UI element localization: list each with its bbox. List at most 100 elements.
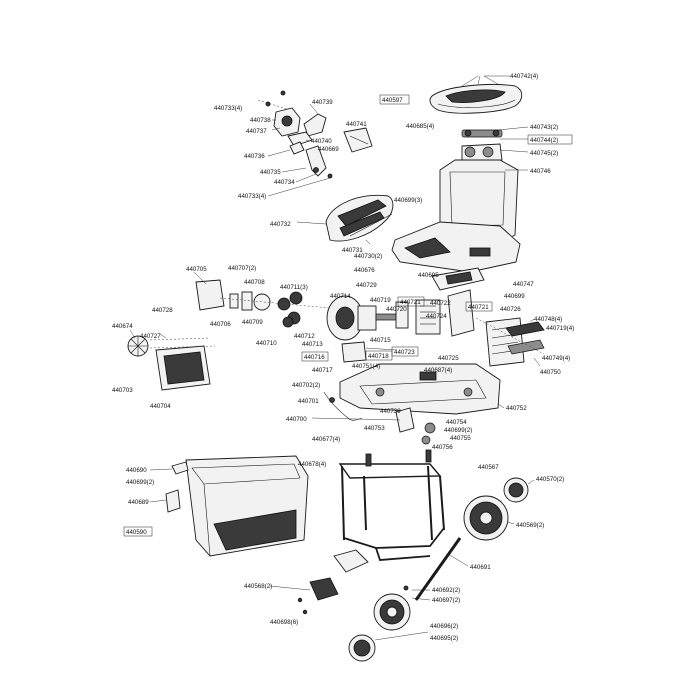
label-440756: 440756 bbox=[432, 444, 453, 451]
label-440701: 440701 bbox=[298, 398, 319, 405]
label-440741: 440741 bbox=[346, 121, 367, 128]
cutting-drum bbox=[127, 329, 216, 391]
label-440736: 440736 bbox=[244, 153, 265, 160]
label-440691: 440691 bbox=[470, 564, 491, 571]
label-440709: 440709 bbox=[242, 319, 263, 326]
label-440748: 440748(4) bbox=[534, 316, 562, 323]
label-440685: 440685(4) bbox=[406, 123, 434, 130]
label-440708: 440708 bbox=[244, 279, 265, 286]
label-440674: 440674 bbox=[112, 323, 133, 330]
label-440720: 440720 bbox=[386, 306, 407, 313]
label-box-440590 bbox=[123, 526, 153, 537]
hopper-lid bbox=[429, 75, 523, 114]
label-440735: 440735 bbox=[260, 169, 281, 176]
label-box-440744 bbox=[527, 134, 573, 145]
wheel-large-2 bbox=[373, 593, 411, 631]
label-440734: 440734 bbox=[274, 179, 295, 186]
screws-lower bbox=[297, 585, 431, 615]
label-440743: 440743(2) bbox=[530, 124, 558, 131]
label-440739-b: 440739 bbox=[380, 408, 401, 415]
gear-train bbox=[219, 291, 331, 328]
label-box-440597 bbox=[379, 94, 410, 105]
label-440721-a: 440721 bbox=[400, 299, 421, 306]
label-440719-4: 440719(4) bbox=[546, 325, 574, 332]
wheel-cap-1 bbox=[503, 477, 535, 503]
label-440733-top: 440733(4) bbox=[214, 105, 242, 112]
rotor-and-bracket bbox=[431, 267, 545, 367]
label-440676: 440676 bbox=[354, 267, 375, 274]
label-box-440716 bbox=[301, 351, 329, 362]
label-440690: 440690 bbox=[126, 467, 147, 474]
label-440753: 440753 bbox=[364, 425, 385, 432]
motor-cover bbox=[296, 194, 394, 245]
label-440733-bottom: 440733(4) bbox=[238, 193, 266, 200]
label-440669: 440669 bbox=[318, 146, 339, 153]
label-440722: 440722 bbox=[430, 300, 451, 307]
label-440697: 440697(2) bbox=[432, 597, 460, 604]
label-440742: 440742(4) bbox=[510, 73, 538, 80]
label-440711: 440711(3) bbox=[280, 284, 308, 291]
label-box-440723 bbox=[391, 346, 419, 357]
label-440678: 440678(4) bbox=[298, 461, 326, 468]
blade-housing-lower bbox=[339, 363, 505, 415]
label-440699: 440699 bbox=[504, 293, 525, 300]
label-440715: 440715 bbox=[370, 337, 391, 344]
label-440739: 440739 bbox=[312, 99, 333, 106]
label-440718: 440718 bbox=[368, 353, 389, 360]
blade-disc bbox=[193, 271, 225, 311]
hopper-hinge-bracket bbox=[461, 126, 529, 163]
axle bbox=[414, 537, 469, 601]
label-440750: 440750 bbox=[540, 369, 561, 376]
label-440567: 440567 bbox=[478, 464, 499, 471]
label-440597: 440597 bbox=[382, 97, 403, 104]
label-440713: 440713 bbox=[302, 341, 323, 348]
label-440751: 440751(4) bbox=[352, 363, 380, 370]
label-440699-2-a: 440699(2) bbox=[444, 427, 472, 434]
label-440689: 440689 bbox=[128, 499, 149, 506]
label-440695: 440695 bbox=[418, 272, 439, 279]
label-440717: 440717 bbox=[312, 367, 333, 374]
wheel-cap-2 bbox=[348, 631, 429, 662]
label-440752: 440752 bbox=[506, 405, 527, 412]
label-440705: 440705 bbox=[186, 266, 207, 273]
motor-housing bbox=[326, 289, 475, 363]
label-440749: 440749(4) bbox=[542, 355, 570, 362]
stand-frame bbox=[338, 449, 445, 561]
label-440721-b: 440721 bbox=[468, 304, 489, 311]
label-440692: 440692(2) bbox=[432, 587, 460, 594]
label-440727: 440727 bbox=[140, 333, 161, 340]
hopper-chute bbox=[391, 159, 528, 273]
label-440698: 440698(6) bbox=[270, 619, 298, 626]
label-440738: 440738 bbox=[250, 117, 271, 124]
label-440747: 440747 bbox=[513, 281, 534, 288]
label-440746: 440746 bbox=[530, 168, 551, 175]
label-box-440721-b bbox=[465, 301, 493, 312]
label-440570: 440570(2) bbox=[536, 476, 564, 483]
switch-assembly bbox=[257, 90, 373, 197]
label-440707: 440707(2) bbox=[228, 265, 256, 272]
label-440737: 440737 bbox=[246, 128, 267, 135]
label-440755: 440755 bbox=[450, 435, 471, 442]
label-440725: 440725 bbox=[438, 355, 459, 362]
part-labels: 440742(4) 440597 440685(4) 440743(2) 440… bbox=[112, 73, 574, 642]
label-440729: 440729 bbox=[356, 282, 377, 289]
label-440719: 440719 bbox=[370, 297, 391, 304]
label-440695-2: 440695(2) bbox=[430, 635, 458, 642]
label-440703: 440703 bbox=[112, 387, 133, 394]
wheel-large-1 bbox=[463, 495, 515, 541]
label-440740: 440740 bbox=[311, 138, 332, 145]
label-440700: 440700 bbox=[286, 416, 307, 423]
label-440732: 440732 bbox=[270, 221, 291, 228]
label-440726: 440726 bbox=[500, 306, 521, 313]
label-440702: 440702(2) bbox=[292, 382, 320, 389]
label-440714: 440714 bbox=[330, 293, 351, 300]
label-440724: 440724 bbox=[426, 313, 447, 320]
label-440569: 440569(2) bbox=[516, 522, 544, 529]
label-440699-3: 440699(3) bbox=[394, 197, 422, 204]
label-440568: 440568(2) bbox=[244, 583, 272, 590]
label-440744: 440744(2) bbox=[530, 137, 558, 144]
label-440590: 440590 bbox=[126, 529, 147, 536]
label-440710: 440710 bbox=[256, 340, 277, 347]
label-440687: 440687(4) bbox=[424, 367, 452, 374]
